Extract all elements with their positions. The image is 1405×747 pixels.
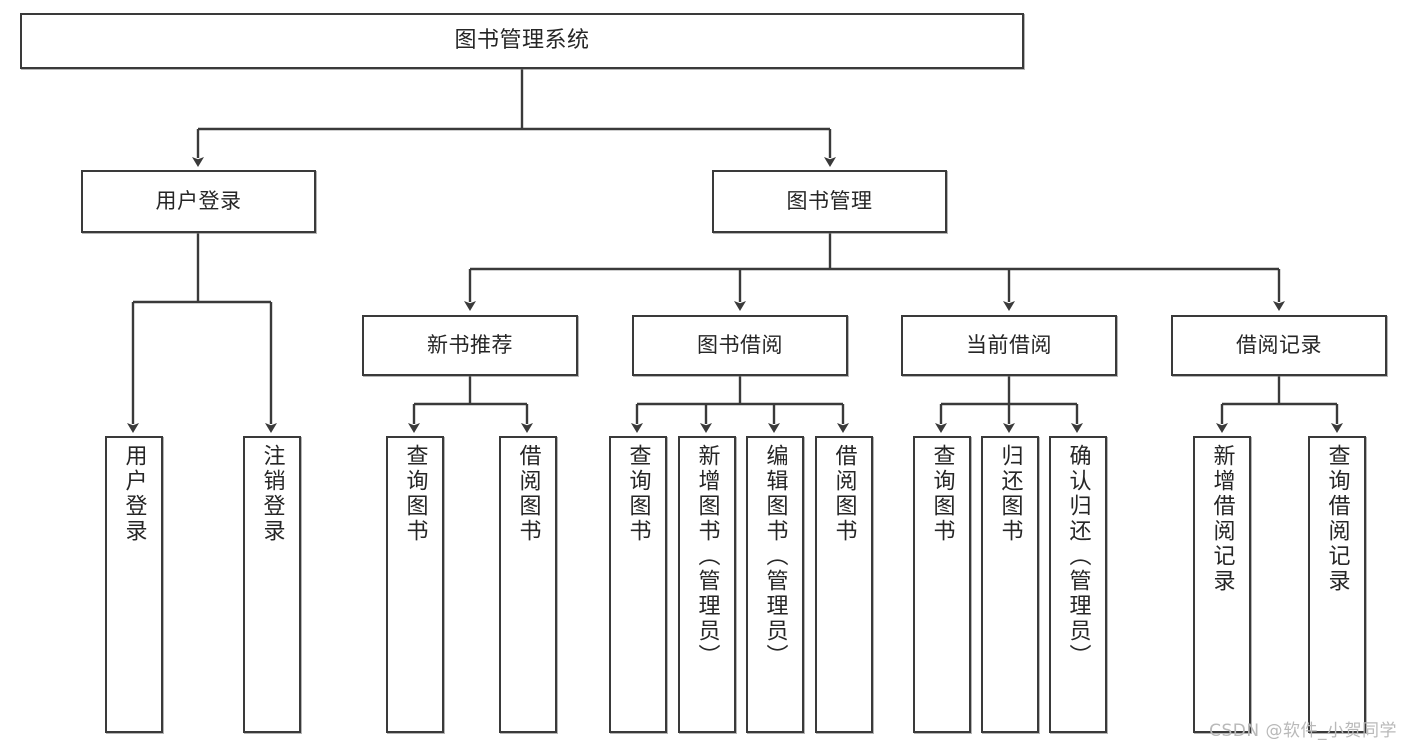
node-current-borrow[interactable]: 当前借阅 bbox=[901, 315, 1117, 376]
csdn-watermark: CSDN @软件_小贺同学 bbox=[1209, 721, 1397, 741]
node-leaf-confirm-return-label: 确认归还（管理员） bbox=[1065, 444, 1091, 669]
node-leaf-add-record-label: 新增借阅记录 bbox=[1209, 444, 1235, 594]
node-leaf-add-book[interactable]: 新增图书（管理员） bbox=[678, 436, 736, 733]
node-leaf-user-logout-label: 注销登录 bbox=[259, 444, 285, 544]
node-leaf-user-login-label: 用户登录 bbox=[121, 444, 147, 544]
node-new-book-recommend-label: 新书推荐 bbox=[427, 333, 513, 358]
node-book-borrow-label: 图书借阅 bbox=[697, 333, 783, 358]
node-leaf-borrow-book-2-label: 借阅图书 bbox=[831, 444, 857, 544]
node-leaf-borrow-book-2[interactable]: 借阅图书 bbox=[815, 436, 873, 733]
node-leaf-add-record[interactable]: 新增借阅记录 bbox=[1193, 436, 1251, 733]
node-leaf-query-book-1-label: 查询图书 bbox=[402, 444, 428, 544]
node-leaf-confirm-return[interactable]: 确认归还（管理员） bbox=[1049, 436, 1107, 733]
node-borrow-record-label: 借阅记录 bbox=[1236, 333, 1322, 358]
node-root-label: 图书管理系统 bbox=[454, 28, 590, 54]
node-root[interactable]: 图书管理系统 bbox=[20, 13, 1024, 69]
node-leaf-query-record-label: 查询借阅记录 bbox=[1324, 444, 1350, 594]
node-user-login[interactable]: 用户登录 bbox=[81, 170, 316, 233]
node-user-login-label: 用户登录 bbox=[155, 189, 242, 214]
node-book-borrow[interactable]: 图书借阅 bbox=[632, 315, 848, 376]
node-leaf-borrow-book-1-label: 借阅图书 bbox=[515, 444, 541, 544]
node-new-book-recommend[interactable]: 新书推荐 bbox=[362, 315, 578, 376]
node-leaf-borrow-book-1[interactable]: 借阅图书 bbox=[499, 436, 557, 733]
node-leaf-edit-book-label: 编辑图书（管理员） bbox=[762, 444, 788, 669]
node-leaf-return-book-label: 归还图书 bbox=[997, 444, 1023, 544]
node-leaf-query-book-3-label: 查询图书 bbox=[929, 444, 955, 544]
node-leaf-query-book-3[interactable]: 查询图书 bbox=[913, 436, 971, 733]
node-leaf-edit-book[interactable]: 编辑图书（管理员） bbox=[746, 436, 804, 733]
node-leaf-return-book[interactable]: 归还图书 bbox=[981, 436, 1039, 733]
node-leaf-add-book-label: 新增图书（管理员） bbox=[694, 444, 720, 669]
node-leaf-query-book-2-label: 查询图书 bbox=[625, 444, 651, 544]
node-book-manage[interactable]: 图书管理 bbox=[712, 170, 947, 233]
node-leaf-query-record[interactable]: 查询借阅记录 bbox=[1308, 436, 1366, 733]
node-leaf-user-login[interactable]: 用户登录 bbox=[105, 436, 163, 733]
node-leaf-query-book-2[interactable]: 查询图书 bbox=[609, 436, 667, 733]
node-borrow-record[interactable]: 借阅记录 bbox=[1171, 315, 1387, 376]
node-leaf-query-book-1[interactable]: 查询图书 bbox=[386, 436, 444, 733]
node-current-borrow-label: 当前借阅 bbox=[966, 333, 1052, 358]
node-book-manage-label: 图书管理 bbox=[786, 189, 873, 214]
node-leaf-user-logout[interactable]: 注销登录 bbox=[243, 436, 301, 733]
